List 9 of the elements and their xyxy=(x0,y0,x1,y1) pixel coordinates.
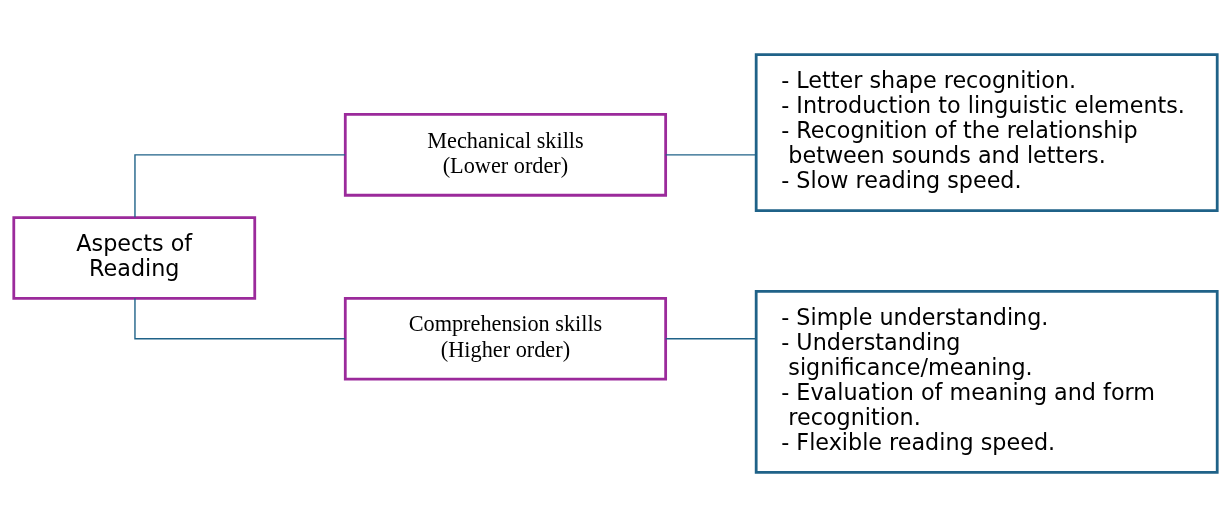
node-box: - Letter shape recognition. - Introduction to linguistic elements. - Recognition of the relationship between sounds and letters. - Slow reading speed. xyxy=(754,53,1219,212)
connector xyxy=(134,154,346,218)
node-box: Mechanical skills (Lower order) xyxy=(343,113,668,197)
node-box: - Simple understanding. - Understanding significance/meaning. - Evaluation of meaning and form recognition. - Flexible reading speed. xyxy=(754,289,1219,474)
connector xyxy=(665,338,757,340)
connector xyxy=(134,297,346,340)
node-box: Comprehension skills (Higher order) xyxy=(343,296,668,381)
connector xyxy=(665,154,757,156)
node-box: Aspects of Reading xyxy=(12,216,257,300)
